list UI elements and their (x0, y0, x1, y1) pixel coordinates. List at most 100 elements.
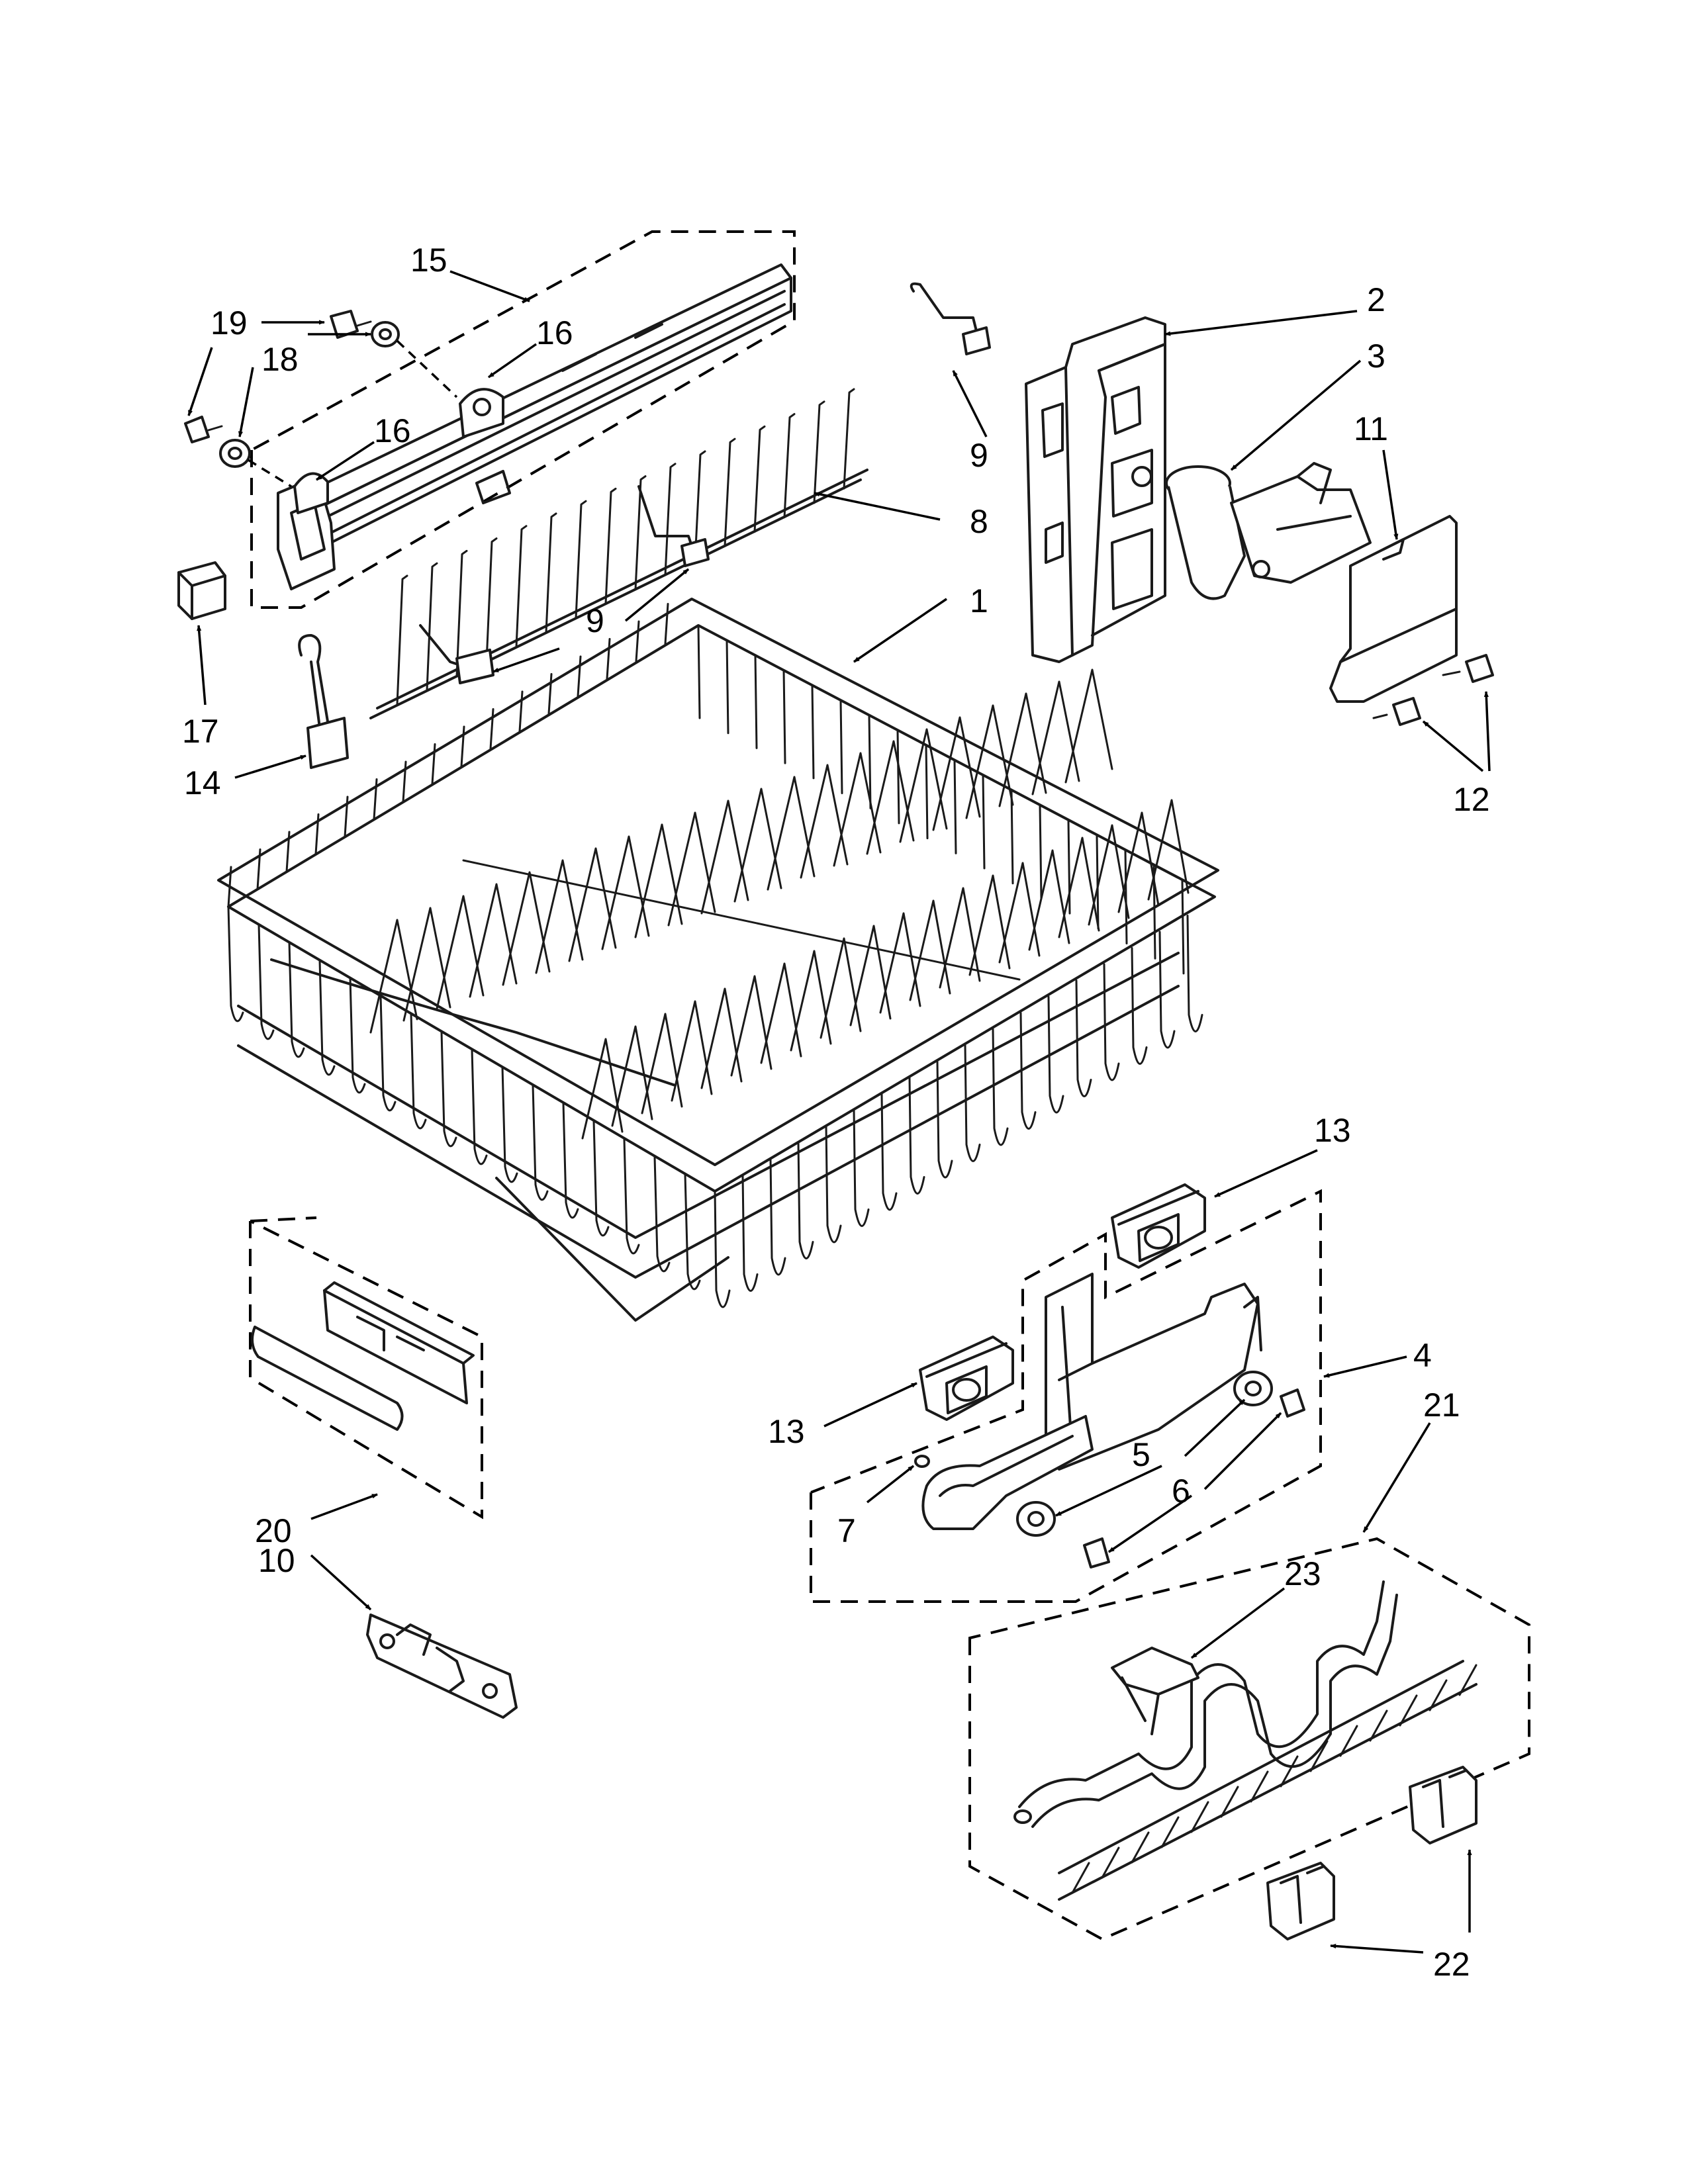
rack-tine (700, 799, 749, 915)
leader-13-left (823, 1382, 917, 1428)
rack-back-wire (782, 669, 786, 764)
rack-tine (730, 975, 773, 1077)
rack-back-wire (1039, 804, 1043, 899)
bracket-10 (366, 1614, 518, 1719)
rack-center-rod (270, 958, 677, 1087)
tine-21-prong (1220, 1786, 1239, 1818)
rack-wire (349, 977, 366, 1094)
group-outline-20 (249, 1220, 483, 1520)
rack-tine (1058, 837, 1100, 938)
upper-rack-1 (217, 598, 1219, 1322)
rack-tine (760, 962, 802, 1064)
tine-21-prong (1160, 1816, 1180, 1848)
tine-21-prong (1131, 1831, 1150, 1864)
tine-8-prong (426, 562, 438, 692)
callout-20: 20 (255, 1512, 292, 1549)
tine-8-prong (694, 450, 706, 562)
rack-back-wire (1096, 835, 1100, 930)
rack-back-wire (635, 620, 640, 662)
leader-6-upper (1203, 1412, 1282, 1490)
tine-8-prong (604, 487, 617, 605)
rack-wire (440, 1030, 457, 1148)
tine-8-prong (455, 549, 468, 677)
rack-wire (258, 923, 275, 1040)
callout-7: 7 (837, 1512, 856, 1549)
group-outline-4 (810, 1189, 1322, 1603)
rack-wire (964, 1044, 981, 1162)
rack-tine (611, 1025, 653, 1127)
tine-21-prong (1309, 1740, 1329, 1772)
rack-wire (992, 1028, 1009, 1146)
rack-wire (684, 1173, 701, 1291)
assembly-line-lower (248, 459, 292, 488)
rack-tine (998, 692, 1047, 807)
rack-back-wire (402, 760, 407, 803)
tine-8-prong (396, 574, 408, 706)
rack-wire (592, 1120, 610, 1237)
rack-back-wires (227, 603, 1185, 975)
rack-wire (797, 1142, 814, 1259)
rack-wire (1103, 963, 1120, 1081)
rack-wire (1019, 1012, 1037, 1130)
group-outline-20-top (250, 1216, 317, 1222)
leader-3 (1230, 359, 1362, 471)
callout-21: 21 (1423, 1387, 1460, 1424)
rack-wire (318, 959, 336, 1076)
clip-17 (177, 561, 226, 620)
rack-tine (733, 788, 782, 903)
rack-tine (833, 752, 882, 867)
leader-22-left (1330, 1943, 1424, 1954)
clip-22-left (1266, 1862, 1335, 1940)
tine-row-8-tines (396, 388, 855, 706)
callout-5: 5 (1132, 1436, 1150, 1473)
rack-tine (879, 912, 921, 1014)
rack-wire (908, 1077, 925, 1195)
leader-8 (814, 492, 941, 521)
rack-back-wire (577, 655, 582, 698)
callout-17: 17 (182, 713, 219, 750)
rack-tine (667, 811, 716, 927)
rack-back-wire (227, 866, 232, 908)
rack-inner-tines (270, 668, 1190, 1140)
callout-14: 14 (184, 764, 221, 801)
tine-8-prong (783, 413, 796, 519)
rack-tine (767, 776, 816, 891)
rack-back-wire (606, 638, 611, 680)
screw-7 (914, 1455, 930, 1468)
callout-9-lower: 9 (586, 602, 604, 639)
tine-8-prong (515, 525, 528, 649)
rack-back-wire (489, 708, 494, 750)
clip-22-right (1409, 1766, 1477, 1844)
adjuster-4 (921, 1273, 1262, 1530)
rack-wire (288, 941, 305, 1058)
pin-6-upper (1280, 1388, 1305, 1418)
wheel-5-upper (1233, 1371, 1273, 1406)
rack-tine (568, 847, 617, 962)
rack-back-wire (811, 684, 815, 780)
tine-8-prong (724, 437, 736, 547)
tine-row-8 (369, 388, 868, 719)
rack-wire (1131, 947, 1148, 1065)
rack-back-wire (953, 759, 957, 854)
rack-tine (800, 764, 849, 879)
wheel-5-lower (1016, 1501, 1056, 1537)
rack-tine (965, 704, 1014, 819)
rack-tine (601, 835, 650, 950)
tine-8-prong (664, 463, 677, 576)
callout-18: 18 (261, 341, 299, 378)
tine-8-prong (813, 400, 825, 504)
bushing-18-upper (371, 321, 400, 347)
callout-19: 19 (211, 304, 248, 341)
clip-9-lower (419, 624, 494, 684)
screw-12-upper (1442, 654, 1494, 683)
callout-4: 4 (1413, 1337, 1432, 1374)
rack-tine (402, 907, 451, 1022)
cover-11 (1329, 515, 1458, 703)
assembly-line-upper (396, 340, 458, 398)
rack-tine (502, 871, 551, 986)
rack-wire (623, 1138, 640, 1255)
leader-9-lower (492, 647, 560, 673)
rack-center-rod (462, 859, 1021, 981)
tine-row-21 (1013, 1580, 1477, 1901)
clip-23 (1111, 1647, 1199, 1735)
